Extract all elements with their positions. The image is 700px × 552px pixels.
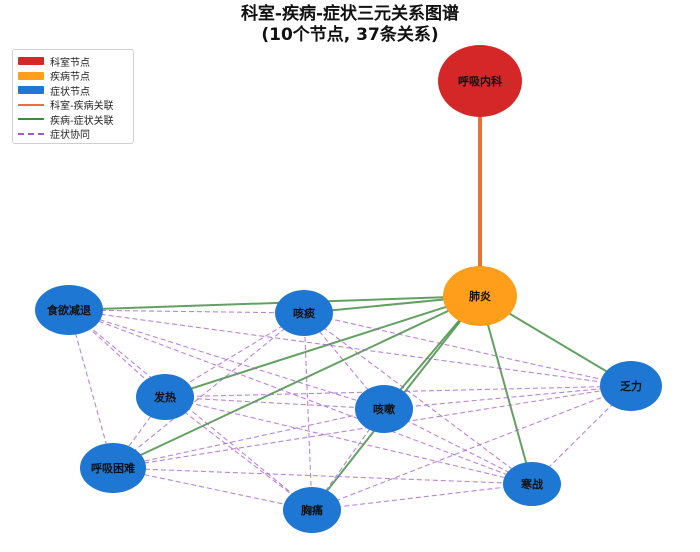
legend-label: 症状协同 [50, 130, 90, 142]
node-label: 发热 [153, 390, 176, 404]
node-circle [438, 45, 522, 117]
edge-sputum-dyspnea [112, 312, 305, 469]
legend-swatch-disease [18, 71, 44, 80]
legend-swatch-dept-disease-edge [18, 103, 44, 106]
edge-pneumonia-appetite [68, 295, 481, 311]
edge-appetite-cough [68, 309, 385, 410]
node-circle [35, 285, 103, 335]
node-circle [443, 266, 517, 326]
legend-item-symptom: 症状节点 [18, 83, 128, 98]
node-circle [283, 487, 341, 533]
legend-swatch-synergy-edge [18, 132, 44, 135]
edge-cough-dyspnea [112, 408, 385, 469]
edge-appetite-dyspnea [68, 309, 114, 469]
legend-label: 疾病节点 [50, 72, 90, 84]
legend-item-department: 科室节点 [18, 54, 128, 69]
legend-item-disease: 疾病节点 [18, 69, 128, 84]
edge-fever-chills [164, 396, 533, 485]
node-sputum[interactable]: 咳痰 [275, 290, 333, 336]
legend-label: 科室节点 [50, 57, 90, 69]
node-label: 乏力 [620, 379, 642, 393]
legend-label: 症状节点 [50, 86, 90, 98]
legend-item-disease-symptom-edge: 疾病-症状关联 [18, 112, 128, 127]
node-dept[interactable]: 呼吸内科 [438, 45, 522, 117]
legend-swatch-symptom [18, 86, 44, 95]
node-circle [136, 374, 194, 420]
edge-chills-chestpain [311, 483, 533, 511]
title-line-2: (10个节点, 37条关系) [261, 25, 439, 45]
node-label: 肺炎 [469, 289, 491, 303]
edge-fever-chestpain [164, 396, 313, 511]
node-fever[interactable]: 发热 [136, 374, 194, 420]
legend-swatch-department [18, 57, 44, 66]
edge-dyspnea-chills [112, 467, 533, 485]
edge-fever-cough [164, 396, 385, 410]
edge-cough-fatigue [383, 385, 632, 410]
node-circle [600, 361, 662, 411]
node-label: 呼吸内科 [458, 74, 502, 88]
edge-pneumonia-chills [479, 295, 533, 485]
edge-fatigue-chestpain [311, 385, 632, 511]
node-fatigue[interactable]: 乏力 [600, 361, 662, 411]
node-label: 寒战 [520, 477, 543, 491]
edge-appetite-chills [68, 309, 533, 485]
node-cough[interactable]: 咳嗽 [355, 385, 413, 433]
node-pneumonia[interactable]: 肺炎 [443, 266, 517, 326]
legend: 科室节点 疾病节点 症状节点 科室-疾病关联 疾病-症状关联 症状协同 [12, 49, 134, 144]
edge-pneumonia-fever [164, 295, 481, 398]
node-label: 咳嗽 [373, 402, 395, 416]
node-label: 食欲减退 [47, 303, 91, 317]
edge-appetite-chestpain [68, 309, 313, 511]
edge-appetite-sputum [68, 309, 305, 314]
node-dyspnea[interactable]: 呼吸困难 [80, 443, 146, 493]
node-circle [355, 385, 413, 433]
legend-item-dept-disease-edge: 科室-疾病关联 [18, 98, 128, 113]
node-circle [275, 290, 333, 336]
node-appetite[interactable]: 食欲减退 [35, 285, 103, 335]
title-line-1: 科室-疾病-症状三元关系图谱 [240, 4, 460, 24]
node-circle [80, 443, 146, 493]
node-label: 咳痰 [293, 306, 316, 320]
edges-layer [68, 81, 632, 511]
node-chestpain[interactable]: 胸痛 [283, 487, 341, 533]
node-label: 胸痛 [301, 503, 323, 517]
edge-dyspnea-chestpain [112, 467, 313, 511]
node-label: 呼吸困难 [91, 461, 135, 475]
edge-pneumonia-dyspnea [112, 295, 481, 469]
legend-item-synergy-edge: 症状协同 [18, 127, 128, 142]
legend-label: 疾病-症状关联 [50, 115, 114, 127]
node-chills[interactable]: 寒战 [503, 462, 561, 506]
legend-swatch-disease-symptom-edge [18, 118, 44, 121]
edge-sputum-fever [164, 312, 305, 398]
node-circle [503, 462, 561, 506]
chart-title: 科室-疾病-症状三元关系图谱 (10个节点, 37条关系) [0, 4, 700, 46]
edge-sputum-chestpain [303, 312, 313, 511]
legend-label: 科室-疾病关联 [50, 101, 114, 113]
